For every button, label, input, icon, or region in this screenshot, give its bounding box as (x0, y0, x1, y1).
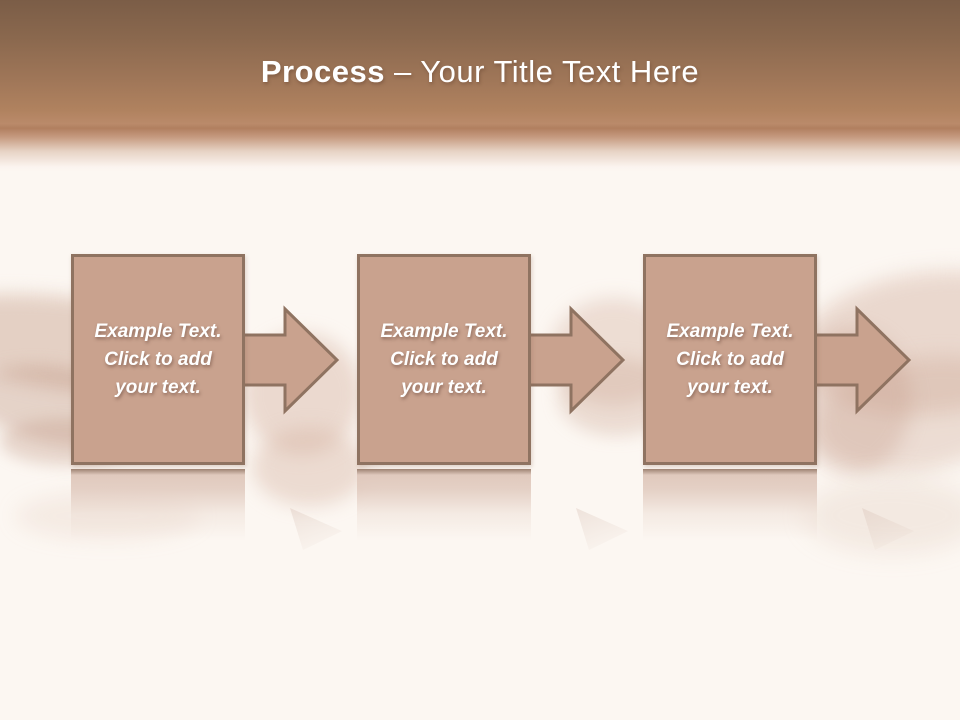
process-arrow-icon[interactable] (527, 305, 626, 415)
process-arrow-icon[interactable] (241, 305, 340, 415)
step-placeholder-text: Example Text. Click to add your text. (380, 320, 508, 398)
step-placeholder-text: Example Text. Click to add your text. (666, 320, 794, 398)
box-reflection (357, 469, 531, 541)
process-step-box-1[interactable]: Example Text. Click to add your text. (71, 254, 245, 465)
process-step-box-2[interactable]: Example Text. Click to add your text. (357, 254, 531, 465)
title-rest: – Your Title Text Here (394, 54, 700, 89)
right-hand-reflection (805, 478, 960, 553)
box-reflection (643, 469, 817, 541)
middle-fist-lower-image (252, 428, 367, 506)
process-step-box-3[interactable]: Example Text. Click to add your text. (643, 254, 817, 465)
slide-title[interactable]: Process– Your Title Text Here (0, 54, 960, 90)
process-arrow-icon[interactable] (813, 305, 912, 415)
title-band: Process– Your Title Text Here (0, 0, 960, 172)
title-emphasis: Process (260, 54, 386, 89)
box-reflection (71, 469, 245, 541)
step-placeholder-text: Example Text. Click to add your text. (94, 320, 222, 398)
